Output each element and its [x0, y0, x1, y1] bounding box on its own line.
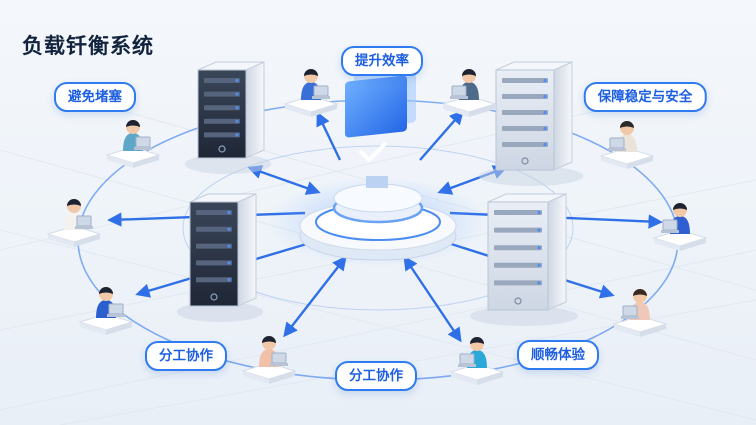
user-laptop-icon — [441, 69, 497, 117]
server-rack-icon — [184, 61, 272, 174]
user-laptop-icon — [46, 199, 102, 247]
label-top-center: 提升效率 — [341, 46, 423, 76]
label-top-left: 避免堵塞 — [54, 82, 136, 112]
user-laptop-icon — [78, 287, 134, 335]
user-laptop-icon — [241, 336, 297, 384]
server-rack-icon — [478, 61, 584, 186]
central-hub — [268, 177, 488, 267]
user-laptop-icon — [283, 69, 339, 117]
label-top-right: 保障稳定与安全 — [583, 82, 707, 112]
server-rack-icon — [470, 193, 578, 326]
user-laptop-icon — [652, 203, 708, 251]
user-laptop-icon — [105, 120, 161, 168]
user-laptop-icon — [599, 121, 655, 169]
label-bottom-center: 分工协作 — [335, 361, 417, 391]
user-laptop-icon — [612, 289, 668, 337]
label-bottom-right: 顺畅体验 — [517, 340, 599, 370]
page-title: 负载钎衡系统 — [22, 34, 154, 58]
monitor-check-icon — [345, 66, 416, 188]
inner-ring — [182, 145, 574, 311]
user-laptop-icon — [449, 337, 505, 385]
label-bottom-left: 分工协作 — [145, 341, 227, 371]
server-rack-icon — [176, 193, 264, 322]
